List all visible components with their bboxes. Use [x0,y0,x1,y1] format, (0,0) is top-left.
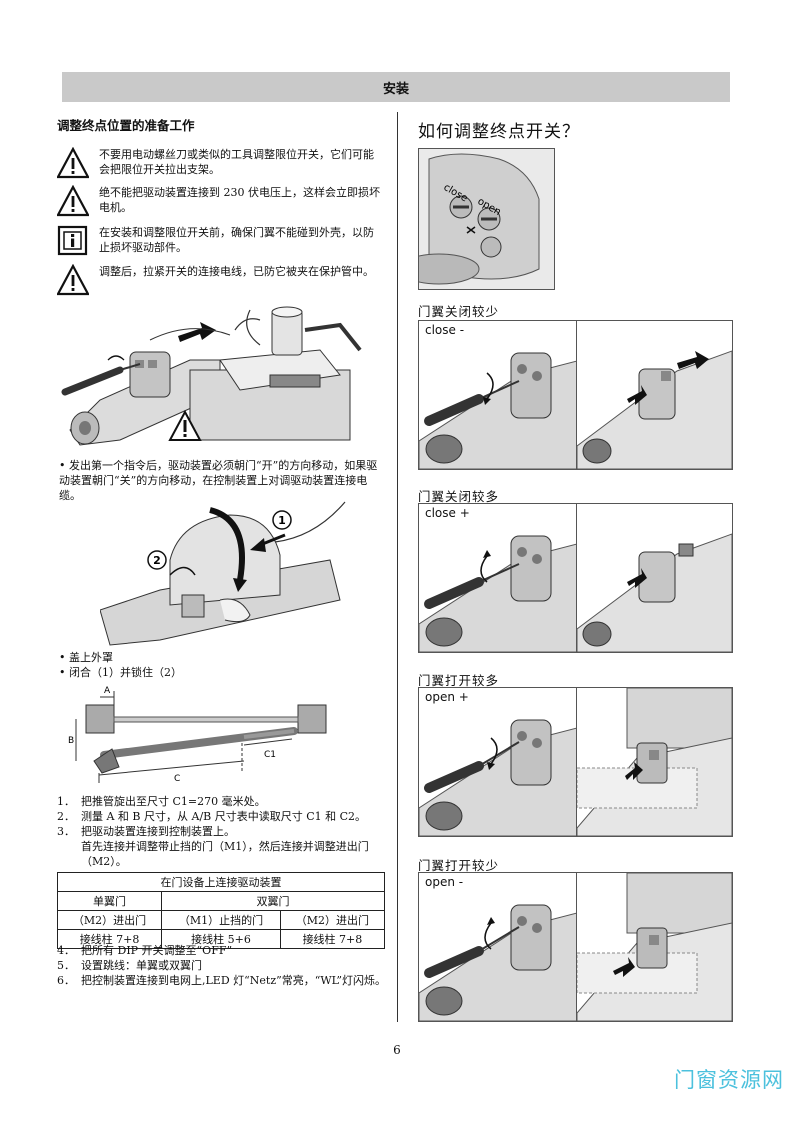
step-text: 设置跳线：单翼或双翼门 [81,959,202,972]
list-item: 3． 把驱动装置连接到控制装置上。 [57,824,387,839]
step-number: 2． [57,810,75,823]
info-text: 在安装和调整限位开关前，确保门翼不能碰到外壳，以防止损坏驱动部件。 [99,226,374,254]
page-number: 6 [393,1043,401,1057]
section-heading: 门翼打开较少 [418,858,500,873]
step-number: 6． [57,974,75,987]
dimension-diagram: A B C C1 [68,686,327,784]
open-plus-panel-right [576,687,733,837]
warning-triangle-icon [57,264,89,296]
warning-text: 调整后，拉紧开关的连接电线，已防它被夹在保护管中。 [99,265,374,278]
warning-text: 不要用电动螺丝刀或类似的工具调整限位开关，它们可能会把限位开关拉出支架。 [99,148,374,176]
step-text: 把驱动装置连接到控制装置上。 [81,825,235,838]
limit-switch-move-illustration [577,873,732,1021]
connection-table: 在门设备上连接驱动装置 单翼门 双翼门 （M2）进出门 （M1）止挡的门 （M2… [56,872,386,949]
warning-triangle-icon [57,185,89,217]
instruction-bullet: • 盖上外罩 [59,651,113,664]
switch-closeup-illustration: close open [419,149,554,289]
step-text: 把推管旋出至尺寸 C1=270 毫米处。 [81,795,266,808]
screwdriver-illustration [419,535,577,652]
table-header-single: 单翼门 [56,891,163,911]
left-section-title: 调整终点位置的准备工作 [57,118,195,133]
list-item: 1． 把推管旋出至尺寸 C1=270 毫米处。 [57,794,387,809]
table-row: 单翼门 双翼门 [56,891,385,911]
table-header-double: 双翼门 [161,891,385,911]
screwdriver-illustration [419,352,577,469]
step-number: 5． [57,959,75,972]
warning-text: 绝不能把驱动装置连接到 230 伏电压上，这样会立即损坏电机。 [99,186,380,214]
step-detail: 首先连接并调整带止挡的门（M1），然后连接并调整进出门（M2）。 [81,840,369,868]
dim-label-c: C [174,774,180,784]
warning-item: 不要用电动螺丝刀或类似的工具调整限位开关，它们可能会把限位开关拉出支架。 [57,147,381,179]
table-row: 在门设备上连接驱动装置 [57,872,385,892]
info-item: 在安装和调整限位开关前，确保门翼不能碰到外壳，以防止损坏驱动部件。 [57,225,381,257]
screwdriver-illustration [419,904,577,1021]
warning-item: 调整后，拉紧开关的连接电线，已防它被夹在保护管中。 [57,264,381,296]
section-heading: 门翼关闭较多 [418,489,500,504]
close-minus-panel-right [576,320,733,470]
table-cell: 接线柱 7+8 [279,929,386,949]
table-cell: （M2）进出门 [56,910,163,930]
list-item: 2． 测量 A 和 B 尺寸，从 A/B 尺寸表中读取尺寸 C1 和 C2。 [57,809,387,824]
section-header-bar: 安装 [62,72,730,102]
step-number: 1． [57,795,75,808]
section-header-title: 安装 [382,81,409,97]
panel-label: open + [425,690,469,704]
open-plus-panel-left: open + [418,687,578,837]
table-row: （M2）进出门 （M1）止挡的门 （M2）进出门 [56,910,386,930]
table-cell: 接线柱 5+6 [161,929,281,949]
screwdriver-illustration [419,719,577,836]
steps-list-continued: 4． 把所有 DIP 开关调整至“OFF” 5． 设置跳线：单翼或双翼门 6． … [57,943,387,988]
step-number: 4． [57,944,75,957]
table-cell: （M1）止挡的门 [161,910,281,930]
warning-triangle-icon [57,147,89,179]
list-item: 5． 设置跳线：单翼或双翼门 [57,958,387,973]
info-icon [57,225,88,256]
switch-closeup-panel: close open [418,148,555,290]
close-minus-panel-left: close - [418,320,578,470]
open-minus-panel-left: open - [418,872,578,1022]
table-row: 接线柱 7+8 接线柱 5+6 接线柱 7+8 [56,929,386,949]
column-divider [397,112,398,1022]
step-text: 把控制装置连接到电网上,LED 灯“Netz”常亮，“WL”灯闪烁。 [81,974,386,987]
instruction-bullet: • 发出第一个指令后，驱动装置必须朝门“开”的方向移动，如果驱动装置朝门“关”的… [59,459,378,502]
cover-close-illustration: 1 2 [100,501,346,646]
limit-switch-move-illustration [577,533,732,652]
list-item: 6． 把控制装置连接到电网上,LED 灯“Netz”常亮，“WL”灯闪烁。 [57,973,387,988]
limit-switch-move-illustration [577,350,732,469]
callout-2: 2 [153,554,161,567]
right-section-title: 如何调整终点开关？ [418,122,580,142]
step-text: 测量 A 和 B 尺寸，从 A/B 尺寸表中读取尺寸 C1 和 C2。 [81,810,367,823]
limit-switch-move-illustration [577,688,732,836]
close-plus-panel-right [576,503,733,653]
callout-1: 1 [278,514,286,527]
close-plus-panel-left: close + [418,503,578,653]
panel-label: open - [425,875,464,889]
dim-label-a: A [104,686,111,696]
open-minus-panel-right [576,872,733,1022]
panel-label: close + [425,506,470,520]
list-item: 4． 把所有 DIP 开关调整至“OFF” [57,943,387,958]
instruction-bullet: • 闭合（1）并锁住（2） [59,666,182,679]
step-text: 把所有 DIP 开关调整至“OFF” [81,944,233,957]
warning-item: 绝不能把驱动装置连接到 230 伏电压上，这样会立即损坏电机。 [57,185,381,217]
step-number: 3． [57,825,75,838]
section-heading: 门翼关闭较少 [418,304,500,319]
table-title: 在门设备上连接驱动装置 [57,872,385,892]
steps-list: 1． 把推管旋出至尺寸 C1=270 毫米处。 2． 测量 A 和 B 尺寸，从… [57,794,387,869]
watermark: 门窗资源网 [674,1068,784,1092]
dim-label-c1: C1 [264,750,276,760]
table-cell: 接线柱 7+8 [56,929,163,949]
drive-adjust-illustration [61,306,362,446]
table-cell: （M2）进出门 [279,910,386,930]
dim-label-b: B [68,736,74,746]
panel-label: close - [425,323,465,337]
section-heading: 门翼打开较多 [418,673,500,688]
